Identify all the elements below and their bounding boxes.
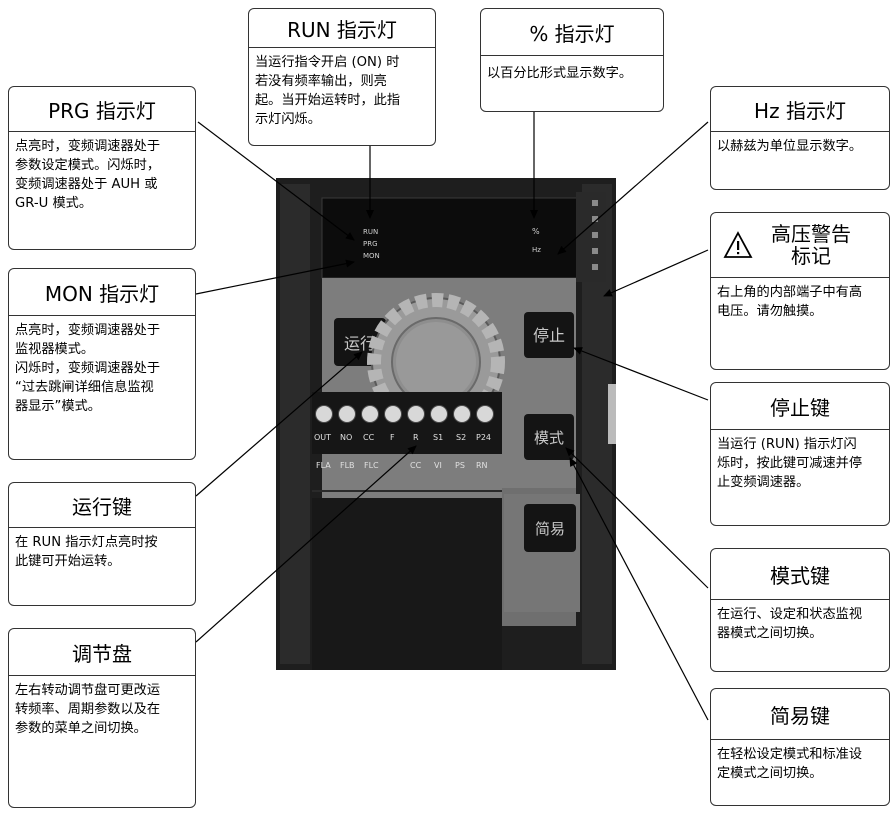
callout-hv-warning: 高压警告 标记 右上角的内部端子中有高 电压。请勿触摸。 <box>710 212 890 370</box>
callout-easy-key-text: 在轻松设定模式和标准设 定模式之间切换。 <box>717 747 863 781</box>
terminal-label-p24: P24 <box>476 433 491 442</box>
callout-hv-warning-title: 高压警告 标记 <box>771 222 851 268</box>
stop-key-label: 停止 <box>533 326 565 345</box>
terminal-label-cc2: CC <box>363 433 375 442</box>
led-label-prg: PRG <box>363 240 378 248</box>
callout-pct-led-title: % 指示灯 <box>481 9 663 56</box>
callout-run-key: 运行键 在 RUN 指示灯点亮时按 此键可开始运转。 <box>8 482 196 606</box>
callout-run-led: RUN 指示灯 当运行指令开启 (ON) 时 若没有频率输出，则亮 起。当开始运… <box>248 8 436 146</box>
terminal-label-s2: S2 <box>456 433 466 442</box>
callout-prg-led-text: 点亮时，变频调速器处于 参数设定模式。闪烁时， 变频调速器处于 AUH 或 GR… <box>15 139 161 211</box>
callout-run-led-title: RUN 指示灯 <box>249 9 435 48</box>
callout-dial: 调节盘 左右转动调节盘可更改运 转频率、周期参数以及在 参数的菜单之间切换。 <box>8 628 196 808</box>
terminal-label-rn: RN <box>476 461 488 470</box>
warning-triangle-icon <box>723 231 753 258</box>
callout-run-key-text: 在 RUN 指示灯点亮时按 此键可开始运转。 <box>15 535 158 569</box>
mode-key-label: 模式 <box>534 429 564 447</box>
callout-mon-led: MON 指示灯 点亮时，变频调速器处于 监视器模式。 闪烁时，变频调速器处于 “… <box>8 268 196 460</box>
terminal-label-r: R <box>413 433 419 442</box>
callout-mon-led-title: MON 指示灯 <box>9 269 195 316</box>
terminal-label-s1: S1 <box>433 433 443 442</box>
terminal-label-out: OUT <box>314 433 331 442</box>
easy-key-label: 简易 <box>535 520 565 538</box>
callout-hz-led: Hz 指示灯 以赫兹为单位显示数字。 <box>710 86 890 190</box>
terminal-label-cc: CC <box>410 461 422 470</box>
callout-easy-key-title: 简易键 <box>711 689 889 740</box>
terminal-label-no: NO <box>340 433 352 442</box>
led-label-mon: MON <box>363 252 380 260</box>
callout-mode-key: 模式键 在运行、设定和状态监视 器模式之间切换。 <box>710 548 890 672</box>
leader-hv-mark <box>603 249 709 297</box>
callout-pct-led: % 指示灯 以百分比形式显示数字。 <box>480 8 664 112</box>
terminal-label-flc: FLC <box>364 461 379 470</box>
callout-mode-key-text: 在运行、设定和状态监视 器模式之间切换。 <box>717 607 863 641</box>
callout-run-led-text: 当运行指令开启 (ON) 时 若没有频率输出，则亮 起。当开始运转时，此指 示灯… <box>255 55 401 127</box>
terminal-label-flb: FLB <box>340 461 355 470</box>
callout-stop-key-title: 停止键 <box>711 383 889 430</box>
led-label-run: RUN <box>363 228 378 236</box>
mode-key[interactable] <box>524 414 574 460</box>
terminal-label-f: F <box>390 433 395 442</box>
unit-label-percent: % <box>532 227 540 236</box>
callout-stop-key: 停止键 当运行 (RUN) 指示灯闪 烁时，按此键可减速并停 止变频调速器。 <box>710 382 890 526</box>
stop-key[interactable] <box>524 312 574 358</box>
callout-mode-key-title: 模式键 <box>711 549 889 600</box>
terminal-label-fla: FLA <box>316 461 331 470</box>
easy-key[interactable] <box>524 504 576 552</box>
run-key-label: 运行 <box>344 334 376 353</box>
callout-prg-led-title: PRG 指示灯 <box>9 87 195 132</box>
terminal-label-ps: PS <box>455 461 465 470</box>
terminal-label-vi: VI <box>434 461 442 470</box>
callout-stop-key-text: 当运行 (RUN) 指示灯闪 烁时，按此键可减速并停 止变频调速器。 <box>717 437 863 490</box>
callout-hv-warning-header: 高压警告 标记 <box>711 213 889 278</box>
callout-dial-text: 左右转动调节盘可更改运 转频率、周期参数以及在 参数的菜单之间切换。 <box>15 683 161 736</box>
control-terminal-strip: OUT NO CC F R S1 S2 P24 <box>312 392 502 454</box>
callout-mon-led-text: 点亮时，变频调速器处于 监视器模式。 闪烁时，变频调速器处于 “过去跳闸详细信息… <box>15 323 161 414</box>
callout-hz-led-text: 以赫兹为单位显示数字。 <box>717 139 863 154</box>
callout-hz-led-title: Hz 指示灯 <box>711 87 889 132</box>
callout-prg-led: PRG 指示灯 点亮时，变频调速器处于 参数设定模式。闪烁时， 变频调速器处于 … <box>8 86 196 250</box>
callout-run-key-title: 运行键 <box>9 483 195 528</box>
callout-pct-led-text: 以百分比形式显示数字。 <box>487 66 633 81</box>
callout-hv-warning-text: 右上角的内部端子中有高 电压。请勿触摸。 <box>717 285 863 319</box>
callout-easy-key: 简易键 在轻松设定模式和标准设 定模式之间切换。 <box>710 688 890 806</box>
unit-label-hz: Hz <box>532 246 541 254</box>
callout-dial-title: 调节盘 <box>9 629 195 676</box>
